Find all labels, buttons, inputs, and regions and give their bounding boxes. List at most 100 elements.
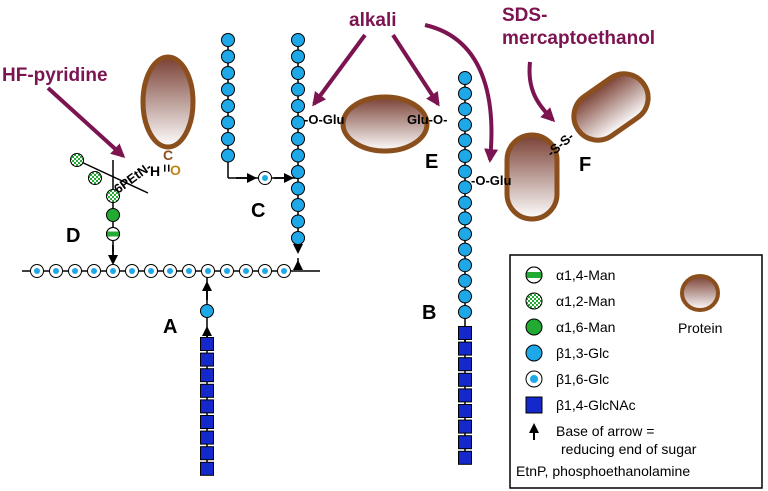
b14-glcnac-residue xyxy=(200,352,214,367)
b16-glc-residue xyxy=(201,264,215,278)
b13-glc-residue xyxy=(458,164,472,179)
b14-glcnac-residue xyxy=(458,388,472,403)
b13-glc-residue xyxy=(458,149,472,163)
b13-glc-residue xyxy=(221,148,235,163)
b16-glc-residue xyxy=(220,264,234,278)
b14-glcnac-residue xyxy=(458,419,472,434)
legend-a12-man: α1,2-Man xyxy=(525,292,615,310)
petn-label: 6PEtN- xyxy=(111,159,154,196)
legend-b13-glc-label: β1,3-Glc xyxy=(556,345,609,361)
a12-man-residue xyxy=(88,171,102,185)
b16-glc-residue xyxy=(106,264,120,278)
b13-glc-residue xyxy=(291,214,305,229)
b16-glc-residue xyxy=(239,264,253,278)
b13-glc-residue xyxy=(221,132,235,146)
b14-glcnac-residue xyxy=(458,450,472,465)
b13-glc-residue xyxy=(221,82,235,97)
b16-glc-residue xyxy=(125,264,139,278)
b14-glcnac-residue xyxy=(458,435,472,450)
structure-label-d: D xyxy=(66,225,80,247)
protein-f-upper xyxy=(571,71,651,143)
b13-glc-residue xyxy=(291,66,305,80)
legend-a16-man: α1,6-Man xyxy=(525,318,615,336)
alkali-label: alkali xyxy=(349,10,397,31)
legend-a12-man-label: α1,2-Man xyxy=(556,293,615,309)
b13-glc-residue xyxy=(291,148,305,163)
o-glu-label-right: -O-Glu xyxy=(471,173,511,188)
b13-glc-residue xyxy=(458,273,472,288)
legend-arrow-line2: reducing end of sugar xyxy=(561,441,697,457)
legend-protein: Protein xyxy=(678,274,722,336)
cleavage-arrows xyxy=(46,23,556,163)
oxygen-label: O xyxy=(170,162,181,178)
structure-label-f: F xyxy=(579,154,591,176)
b16-glc-residue xyxy=(68,264,82,278)
b14-glcnac-residue xyxy=(200,430,214,445)
b13-glc-residue xyxy=(291,33,305,47)
legend-protein-icon xyxy=(680,274,720,312)
carbon-label: C xyxy=(163,147,173,163)
b13-glc-residue xyxy=(458,86,472,101)
b14-glcnac-residue xyxy=(200,399,214,414)
o-glu-label-left: -O-Glu xyxy=(304,112,344,127)
b13-glc-residue xyxy=(221,99,235,113)
b13-glc-residue xyxy=(458,195,472,210)
hf-pyridine-label: HF-pyridine xyxy=(2,65,108,86)
legend-a14-man: α1,4-Man xyxy=(525,266,615,284)
protein-shapes xyxy=(140,54,651,222)
hydrogen-label: H xyxy=(150,163,160,179)
a12-man-residue xyxy=(106,189,120,203)
mercaptoethanol-label: mercaptoethanol xyxy=(502,28,655,49)
legend-arrow: Base of arrow = reducing end of sugar xyxy=(529,423,697,457)
b14-glcnac-residue xyxy=(458,326,472,340)
b13-glc-residue xyxy=(458,305,472,319)
structure-label-c: C xyxy=(251,200,265,222)
legend: α1,4-Man α1,2-Man α1,6-Man β1,3-Glc β1,6… xyxy=(509,254,763,489)
b13-glc-residue xyxy=(221,33,235,47)
b14-glcnac-residue xyxy=(200,368,214,383)
b13-glc-residue xyxy=(291,115,305,130)
b16-glc-residue xyxy=(163,264,177,278)
b13-glc-residue xyxy=(458,180,472,195)
b13-glc-residue xyxy=(291,181,305,196)
a12-man-residue xyxy=(70,153,84,167)
b16-glc-residue xyxy=(182,264,196,278)
b13-glc-residue xyxy=(458,71,472,85)
b14-glcnac-residue xyxy=(458,404,472,418)
structure-label-a: A xyxy=(163,316,177,338)
b16-glc-residue xyxy=(49,264,63,278)
b13-glc-residue xyxy=(458,258,472,273)
legend-arrow-line1: Base of arrow = xyxy=(556,423,654,439)
legend-etnp: EtnP, phosphoethanolamine xyxy=(516,463,690,479)
disulfide-label: -S-S- xyxy=(544,129,577,160)
b13-glc-residue xyxy=(221,49,235,64)
b16-glc-residue xyxy=(30,264,44,278)
b14-glcnac-residue xyxy=(458,341,472,356)
b14-glcnac-residue xyxy=(458,372,472,387)
legend-b16-glc: β1,6-Glc xyxy=(525,370,609,388)
structure-label-b: B xyxy=(422,302,436,324)
legend-b16-glc-label: β1,6-Glc xyxy=(556,371,609,387)
b14-glcnac-residue xyxy=(200,337,214,351)
b14-glcnac-residue xyxy=(200,383,214,398)
b13-glc-residue xyxy=(221,66,235,80)
b13-glc-residue xyxy=(291,132,305,146)
b13-glc-residue xyxy=(458,289,472,304)
b13-glc-residue xyxy=(458,117,472,132)
b13-glc-residue xyxy=(458,102,472,117)
b13-glc-residue xyxy=(291,82,305,97)
sds-label: SDS- xyxy=(502,5,547,26)
protein-d xyxy=(140,54,196,150)
b16-glc-residue xyxy=(258,264,272,278)
b13-glc-residue xyxy=(291,49,305,64)
b13-glc-residue xyxy=(291,198,305,212)
legend-b14-glcnac: β1,4-GlcNAc xyxy=(525,396,636,414)
b13-glc-residue xyxy=(200,304,214,318)
b16-glc-residue xyxy=(277,264,291,278)
b13-glc-residue xyxy=(458,133,472,148)
b13-glc-residue xyxy=(458,211,472,226)
monosaccharides xyxy=(30,33,472,476)
b13-glc-residue xyxy=(221,115,235,130)
legend-a16-man-label: α1,6-Man xyxy=(556,319,615,335)
